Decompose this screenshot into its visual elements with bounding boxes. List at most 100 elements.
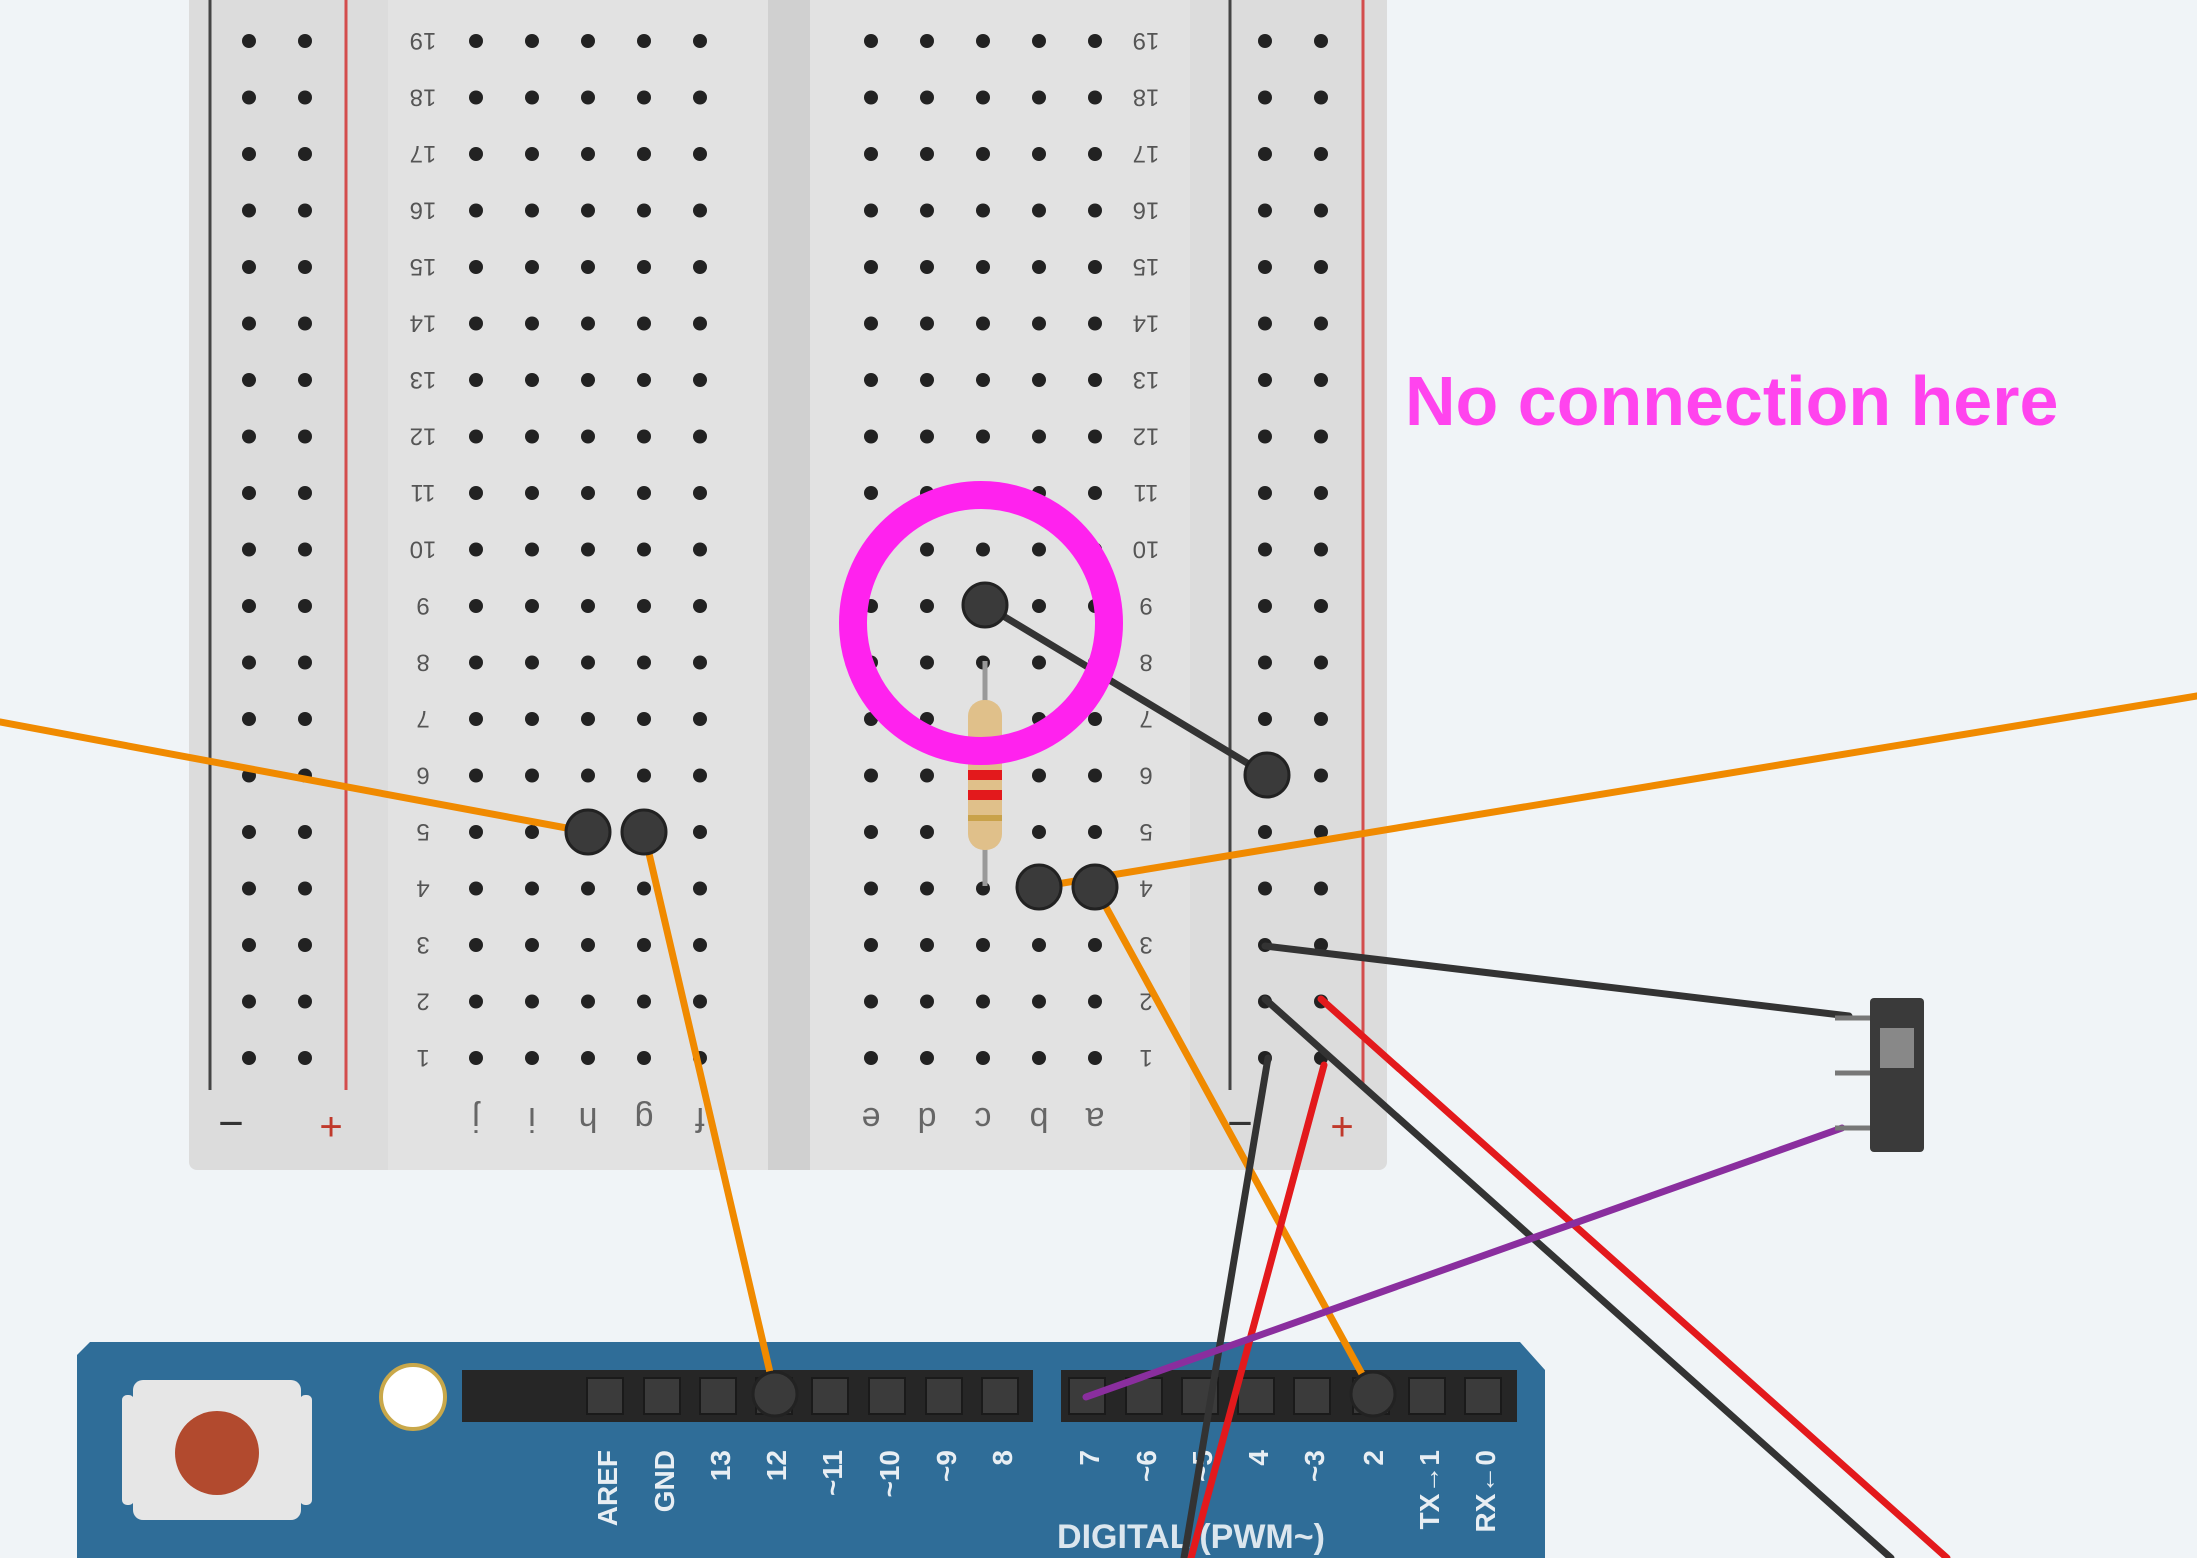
breadboard-hole[interactable] — [1032, 34, 1046, 48]
breadboard-hole[interactable] — [637, 203, 651, 218]
wire-orange[interactable] — [0, 718, 592, 836]
breadboard-hole[interactable] — [469, 203, 483, 218]
breadboard-hole[interactable] — [864, 147, 878, 161]
breadboard-hole[interactable] — [637, 373, 651, 387]
breadboard-hole[interactable] — [1314, 938, 1328, 952]
breadboard-hole[interactable] — [242, 34, 256, 48]
breadboard-hole[interactable] — [242, 260, 256, 274]
breadboard-hole[interactable] — [469, 429, 483, 444]
breadboard-hole[interactable] — [976, 316, 990, 331]
breadboard-hole[interactable] — [1258, 825, 1272, 839]
wire-endpoint[interactable] — [620, 808, 668, 856]
breadboard-hole[interactable] — [1032, 655, 1046, 670]
breadboard-hole[interactable] — [920, 938, 934, 952]
breadboard-hole[interactable] — [298, 316, 312, 331]
breadboard-hole[interactable] — [1258, 203, 1272, 218]
wire-purple[interactable] — [1082, 1124, 1846, 1401]
wire-red[interactable] — [1317, 995, 1951, 1558]
breadboard-hole[interactable] — [976, 260, 990, 274]
breadboard-hole[interactable] — [637, 881, 651, 896]
breadboard-hole[interactable] — [525, 90, 539, 105]
breadboard-hole[interactable] — [693, 429, 707, 444]
breadboard-hole[interactable] — [242, 881, 256, 896]
breadboard-hole[interactable] — [581, 429, 595, 444]
wire-black[interactable] — [1261, 942, 1853, 1020]
breadboard-hole[interactable] — [242, 994, 256, 1009]
breadboard-hole[interactable] — [1032, 599, 1046, 613]
breadboard-hole[interactable] — [637, 542, 651, 557]
breadboard-hole[interactable] — [1032, 994, 1046, 1009]
wire-endpoint[interactable] — [1015, 863, 1063, 911]
breadboard-hole[interactable] — [864, 34, 878, 48]
breadboard-hole[interactable] — [637, 34, 651, 48]
breadboard-hole[interactable] — [298, 938, 312, 952]
breadboard-hole[interactable] — [469, 768, 483, 783]
breadboard-hole[interactable] — [298, 655, 312, 670]
breadboard-hole[interactable] — [242, 316, 256, 331]
breadboard-hole[interactable] — [920, 34, 934, 48]
breadboard-hole[interactable] — [976, 429, 990, 444]
breadboard-hole[interactable] — [242, 655, 256, 670]
breadboard-hole[interactable] — [693, 203, 707, 218]
breadboard-hole[interactable] — [525, 881, 539, 896]
breadboard-hole[interactable] — [1314, 825, 1328, 839]
breadboard-hole[interactable] — [637, 768, 651, 783]
breadboard-hole[interactable] — [1258, 881, 1272, 896]
breadboard-hole[interactable] — [1032, 429, 1046, 444]
breadboard-hole[interactable] — [298, 373, 312, 387]
breadboard-hole[interactable] — [976, 373, 990, 387]
breadboard-hole[interactable] — [1032, 316, 1046, 331]
breadboard-hole[interactable] — [864, 90, 878, 105]
breadboard-hole[interactable] — [1258, 147, 1272, 161]
breadboard-hole[interactable] — [1258, 260, 1272, 274]
breadboard-hole[interactable] — [693, 373, 707, 387]
breadboard-hole[interactable] — [693, 938, 707, 952]
breadboard-hole[interactable] — [581, 1051, 595, 1065]
breadboard-hole[interactable] — [920, 825, 934, 839]
breadboard-hole[interactable] — [1088, 938, 1102, 952]
breadboard-hole[interactable] — [581, 768, 595, 783]
breadboard-hole[interactable] — [693, 90, 707, 105]
header-pin[interactable] — [1237, 1377, 1275, 1415]
breadboard-hole[interactable] — [581, 203, 595, 218]
breadboard-hole[interactable] — [637, 147, 651, 161]
breadboard-hole[interactable] — [469, 147, 483, 161]
breadboard-hole[interactable] — [864, 938, 878, 952]
breadboard-hole[interactable] — [581, 373, 595, 387]
breadboard-hole[interactable] — [525, 655, 539, 670]
header-pin[interactable] — [643, 1377, 681, 1415]
wire-black[interactable] — [1261, 995, 1895, 1558]
breadboard-hole[interactable] — [637, 599, 651, 613]
slide-switch[interactable] — [1835, 998, 1924, 1152]
breadboard-hole[interactable] — [920, 1051, 934, 1065]
breadboard-hole[interactable] — [525, 486, 539, 500]
breadboard-hole[interactable] — [298, 825, 312, 839]
breadboard-hole[interactable] — [1088, 90, 1102, 105]
breadboard-hole[interactable] — [637, 994, 651, 1009]
breadboard-hole[interactable] — [864, 994, 878, 1009]
breadboard-hole[interactable] — [1258, 599, 1272, 613]
breadboard-hole[interactable] — [693, 316, 707, 331]
breadboard-hole[interactable] — [581, 34, 595, 48]
breadboard-hole[interactable] — [920, 599, 934, 613]
breadboard-hole[interactable] — [1088, 1051, 1102, 1065]
breadboard-hole[interactable] — [1314, 429, 1328, 444]
breadboard-hole[interactable] — [469, 1051, 483, 1065]
breadboard-hole[interactable] — [1088, 316, 1102, 331]
breadboard-hole[interactable] — [637, 260, 651, 274]
breadboard-hole[interactable] — [581, 90, 595, 105]
breadboard-hole[interactable] — [1032, 768, 1046, 783]
switch-slider[interactable] — [1880, 1028, 1914, 1068]
breadboard-hole[interactable] — [920, 542, 934, 557]
breadboard-hole[interactable] — [525, 712, 539, 726]
breadboard-hole[interactable] — [525, 1051, 539, 1065]
breadboard-hole[interactable] — [693, 768, 707, 783]
breadboard-hole[interactable] — [581, 542, 595, 557]
breadboard-hole[interactable] — [469, 712, 483, 726]
breadboard-hole[interactable] — [1314, 373, 1328, 387]
header-pin[interactable] — [868, 1377, 906, 1415]
breadboard-hole[interactable] — [1258, 34, 1272, 48]
breadboard-hole[interactable] — [298, 994, 312, 1009]
breadboard-hole[interactable] — [242, 599, 256, 613]
breadboard-hole[interactable] — [1314, 486, 1328, 500]
